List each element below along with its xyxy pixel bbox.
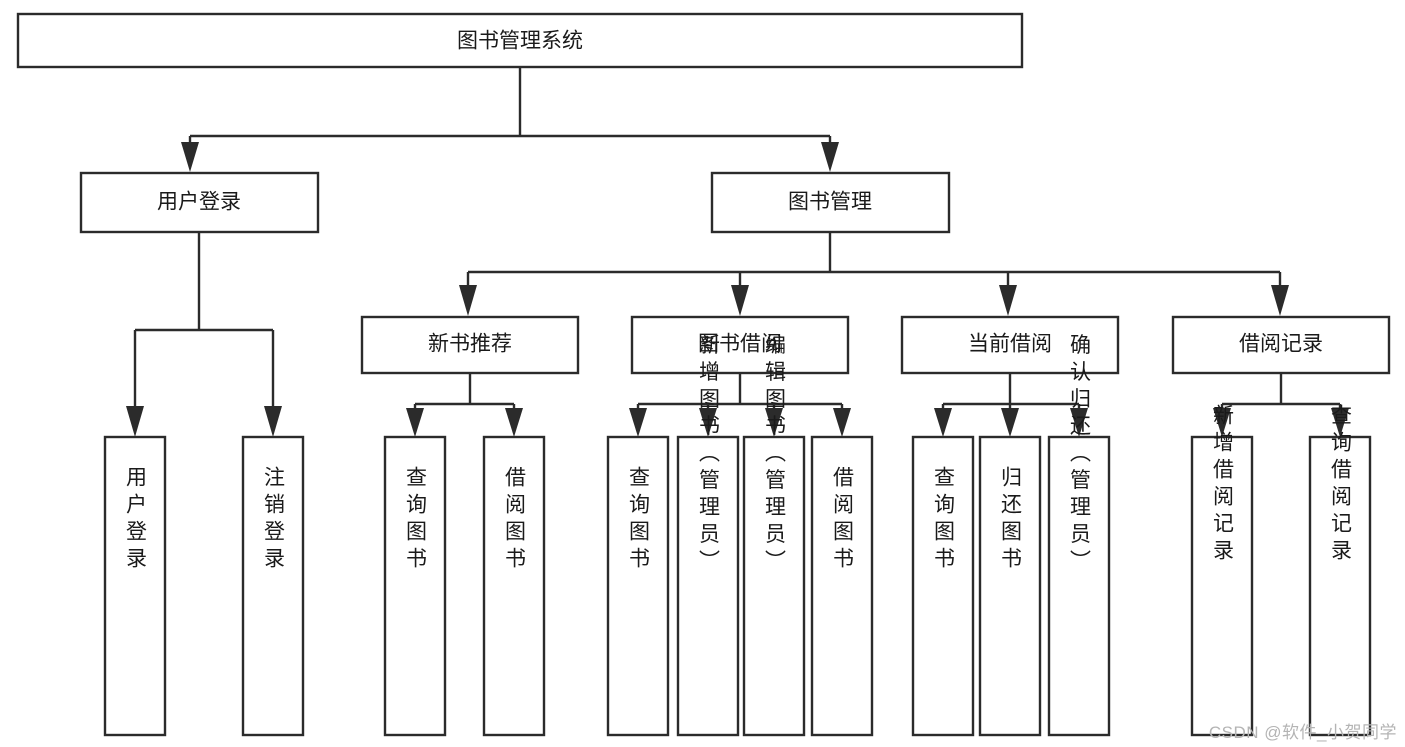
node-current-borrow-label: 当前借阅 xyxy=(968,333,1052,356)
node-root[interactable]: 图书管理系统 xyxy=(16,12,1024,69)
node-leaf-query-book-2-label: 查询图书 xyxy=(627,466,651,574)
node-leaf-user-login-box[interactable] xyxy=(103,435,167,737)
node-leaf-query-record[interactable]: 查询借阅记录 xyxy=(1308,404,1372,737)
node-leaf-edit-book-label: 编辑图书（管理员） xyxy=(763,334,787,577)
arrow-leaf-borrow-book-2 xyxy=(833,408,851,437)
node-leaf-query-record-label: 查询借阅记录 xyxy=(1329,404,1353,566)
node-leaf-logout-login[interactable]: 注销登录 xyxy=(241,435,305,737)
arrow-leaf-confirm-return xyxy=(1070,408,1088,437)
node-leaf-query-record-box[interactable] xyxy=(1308,435,1372,737)
arrow-current-borrow xyxy=(999,285,1017,316)
node-leaf-query-book-3-box[interactable] xyxy=(911,435,975,737)
arrow-leaf-add-record xyxy=(1213,408,1231,437)
node-leaf-add-record[interactable]: 新增借阅记录 xyxy=(1190,404,1254,737)
node-leaf-edit-book[interactable]: 编辑图书（管理员） xyxy=(742,334,806,737)
arrow-leaf-add-book xyxy=(699,408,717,437)
node-leaf-confirm-return-label: 确认归还（管理员） xyxy=(1068,334,1092,577)
node-leaf-return-book[interactable]: 归还图书 xyxy=(978,435,1042,737)
node-book-borrow[interactable]: 图书借阅 xyxy=(630,315,850,375)
arrow-leaf-logout-login xyxy=(264,406,282,437)
arrow-leaf-query-book-2 xyxy=(629,408,647,437)
node-current-borrow[interactable]: 当前借阅 xyxy=(900,315,1120,375)
arrow-leaf-edit-book xyxy=(765,408,783,437)
node-leaf-borrow-book-1[interactable]: 借阅图书 xyxy=(482,435,546,737)
edges-group xyxy=(126,67,1349,437)
node-leaf-add-book[interactable]: 新增图书（管理员） xyxy=(676,334,740,737)
arrow-leaf-query-record xyxy=(1331,408,1349,437)
node-leaf-add-record-box[interactable] xyxy=(1190,435,1254,737)
node-leaf-borrow-book-1-label: 借阅图书 xyxy=(503,466,527,574)
node-borrow-record-box[interactable] xyxy=(1171,315,1391,375)
node-user-login[interactable]: 用户登录 xyxy=(79,171,320,234)
node-borrow-record[interactable]: 借阅记录 xyxy=(1171,315,1391,375)
node-leaf-logout-login-box[interactable] xyxy=(241,435,305,737)
node-leaf-add-record-label: 新增借阅记录 xyxy=(1211,404,1235,566)
node-new-book-recommend-label: 新书推荐 xyxy=(428,333,512,356)
node-leaf-query-book-2[interactable]: 查询图书 xyxy=(606,435,670,737)
arrow-leaf-return-book xyxy=(1001,408,1019,437)
node-leaf-query-book-3[interactable]: 查询图书 xyxy=(911,435,975,737)
node-leaf-add-book-label: 新增图书（管理员） xyxy=(697,334,721,577)
node-leaf-return-book-box[interactable] xyxy=(978,435,1042,737)
node-current-borrow-box[interactable] xyxy=(900,315,1120,375)
node-leaf-confirm-return-box[interactable] xyxy=(1047,435,1111,737)
arrow-leaf-query-book-1 xyxy=(406,408,424,437)
arrow-leaf-query-book-3 xyxy=(934,408,952,437)
node-leaf-add-book-box[interactable] xyxy=(676,435,740,737)
arrow-book-borrow xyxy=(731,285,749,316)
node-book-management-box[interactable] xyxy=(710,171,951,234)
node-leaf-confirm-return[interactable]: 确认归还（管理员） xyxy=(1047,334,1111,737)
node-leaf-query-book-3-label: 查询图书 xyxy=(932,466,956,574)
arrow-to-user-login xyxy=(181,142,199,172)
node-leaf-user-login-label: 用户登录 xyxy=(124,466,148,574)
node-leaf-borrow-book-2-box[interactable] xyxy=(810,435,874,737)
node-book-borrow-label: 图书借阅 xyxy=(698,333,782,356)
node-leaf-borrow-book-1-box[interactable] xyxy=(482,435,546,737)
node-root-box[interactable] xyxy=(16,12,1024,69)
node-leaf-query-book-1-box[interactable] xyxy=(383,435,447,737)
csdn-watermark: CSDN @软件_小贺同学 xyxy=(1208,723,1397,742)
node-leaf-borrow-book-2-label: 借阅图书 xyxy=(831,466,855,574)
arrow-leaf-user-login xyxy=(126,406,144,437)
node-leaf-return-book-label: 归还图书 xyxy=(999,466,1023,574)
node-leaf-user-login[interactable]: 用户登录 xyxy=(103,435,167,737)
arrow-to-book-management xyxy=(821,142,839,172)
node-borrow-record-label: 借阅记录 xyxy=(1239,333,1323,356)
node-user-login-label: 用户登录 xyxy=(157,191,241,214)
node-root-label: 图书管理系统 xyxy=(457,30,583,53)
arrow-borrow-record xyxy=(1271,285,1289,316)
node-leaf-query-book-1-label: 查询图书 xyxy=(404,466,428,574)
node-new-book-recommend-box[interactable] xyxy=(360,315,580,375)
node-new-book-recommend[interactable]: 新书推荐 xyxy=(360,315,580,375)
node-book-borrow-box[interactable] xyxy=(630,315,850,375)
node-leaf-logout-login-label: 注销登录 xyxy=(262,466,286,574)
node-leaf-query-book-2-box[interactable] xyxy=(606,435,670,737)
node-leaf-edit-book-box[interactable] xyxy=(742,435,806,737)
node-book-management[interactable]: 图书管理 xyxy=(710,171,951,234)
node-book-management-label: 图书管理 xyxy=(788,191,872,214)
arrow-leaf-borrow-book-1 xyxy=(505,408,523,437)
node-leaf-query-book-1[interactable]: 查询图书 xyxy=(383,435,447,737)
node-leaf-borrow-book-2[interactable]: 借阅图书 xyxy=(810,435,874,737)
node-user-login-box[interactable] xyxy=(79,171,320,234)
arrow-new-book-recommend xyxy=(459,285,477,316)
